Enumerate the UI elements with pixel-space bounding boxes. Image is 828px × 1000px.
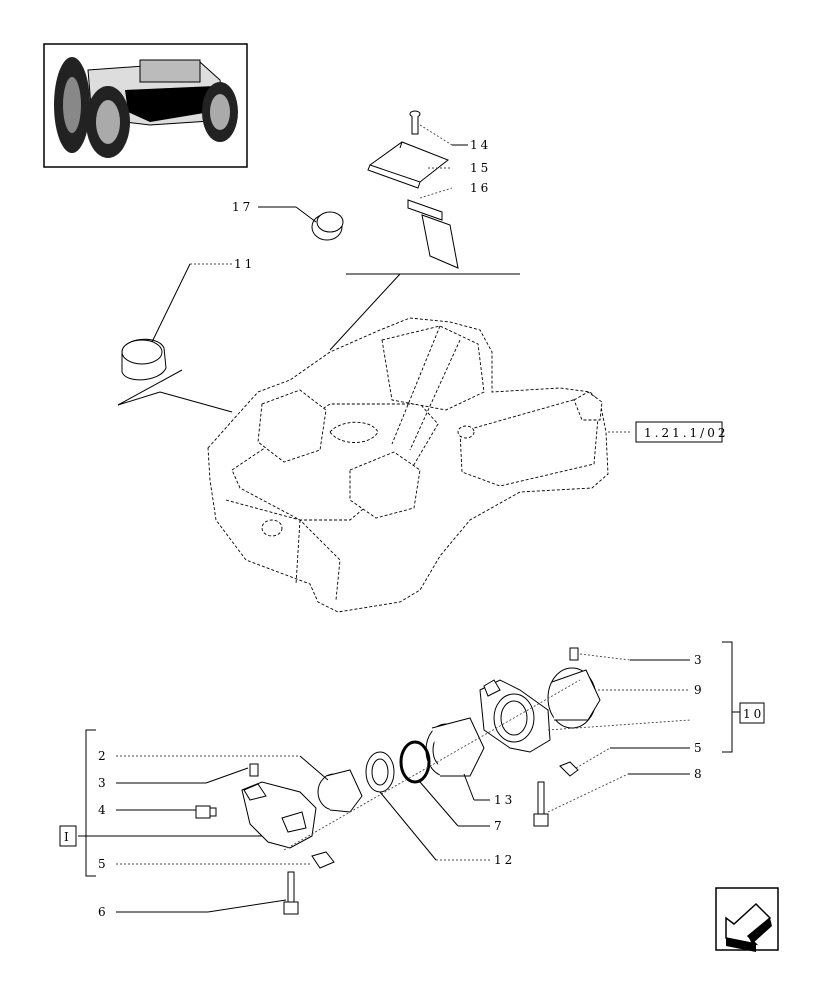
- bolt-8-icon: [533, 781, 549, 827]
- pin-3-upper-icon: [569, 647, 579, 661]
- label-14: 14: [470, 138, 491, 152]
- label-I: I: [64, 830, 72, 844]
- bracket-16-icon: [407, 199, 459, 269]
- label-9: 9: [694, 683, 705, 697]
- o-ring-7-icon: [399, 740, 431, 784]
- label-5-right: 5: [694, 741, 705, 755]
- label-3-right: 3: [694, 653, 705, 667]
- label-5-left: 5: [98, 857, 109, 871]
- label-7: 7: [494, 819, 505, 833]
- plate-15-icon: [367, 141, 449, 189]
- label-2: 2: [98, 749, 109, 763]
- label-13: 13: [494, 793, 515, 807]
- chassis-frame-icon: [207, 317, 609, 613]
- bushing-2-icon: [317, 769, 363, 813]
- pin-3-lower-icon: [249, 763, 259, 777]
- label-3-left: 3: [98, 776, 109, 790]
- label-10: 10: [743, 707, 764, 721]
- front-support-icon: [241, 781, 317, 849]
- ring-12-icon: [365, 751, 395, 793]
- tractor-thumbnail-icon: [43, 43, 248, 168]
- bolt-6-icon: [283, 871, 299, 915]
- label-12: 12: [494, 853, 515, 867]
- grease-nipple-5-lower-icon: [311, 851, 335, 869]
- support-housing-icon: [479, 679, 551, 753]
- plug-11-icon: [121, 338, 167, 381]
- bushing-9-icon: [547, 667, 601, 729]
- label-11: 11: [234, 257, 255, 271]
- next-page-arrow-icon[interactable]: [715, 887, 779, 952]
- label-15: 15: [470, 161, 491, 175]
- label-6: 6: [98, 905, 109, 919]
- label-16: 16: [470, 181, 491, 195]
- label-8: 8: [694, 767, 705, 781]
- plug-17-icon: [311, 211, 344, 241]
- screw-14-icon: [409, 110, 421, 135]
- label-4: 4: [98, 803, 109, 817]
- bushing-13-icon: [425, 717, 485, 777]
- screw-4-icon: [195, 805, 217, 819]
- label-17: 17: [232, 200, 253, 214]
- grease-nipple-5-upper-icon: [559, 761, 579, 777]
- reference-link[interactable]: 1.21.1/02: [644, 426, 728, 440]
